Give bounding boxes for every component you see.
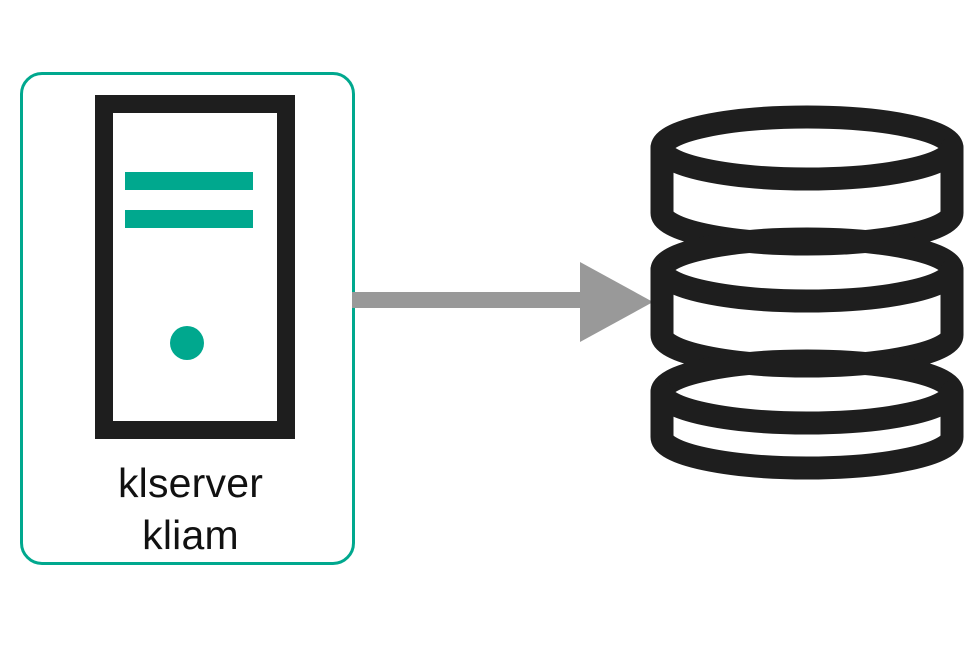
database-cylinder-icon [650,105,964,480]
flow-arrow-icon [352,262,653,342]
server-node-labels: klserver kliam [23,457,358,561]
server-node-card[interactable]: klserver kliam [20,72,355,565]
server-status-bar-upper [125,172,253,190]
server-node-label-line-2: kliam [142,512,239,558]
server-chassis [95,95,295,439]
server-node-label-line-1: klserver [117,460,264,506]
server-status-bar-lower [125,210,253,228]
server-power-led-icon [170,326,204,360]
server-tower-icon [95,95,295,439]
